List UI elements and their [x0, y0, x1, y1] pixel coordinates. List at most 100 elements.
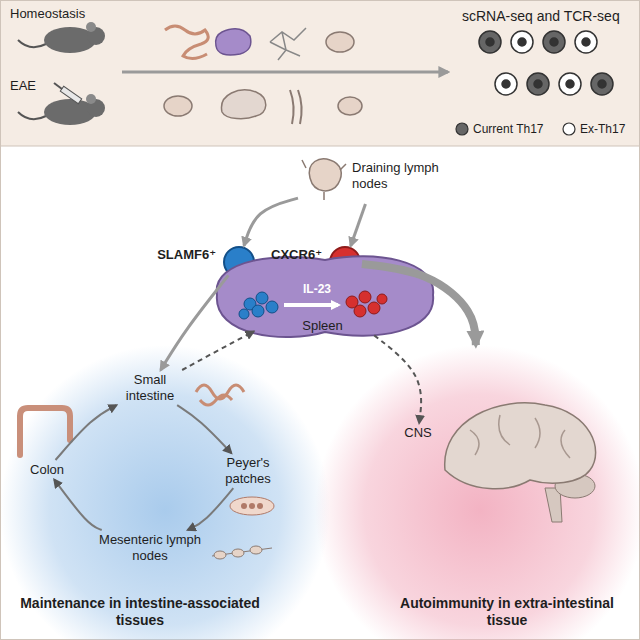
text-label: Homeostasis — [10, 6, 120, 21]
organ-icons — [338, 97, 362, 115]
workflow-arrow — [122, 71, 448, 74]
flow-arrow — [177, 405, 231, 453]
region-glow — [315, 345, 640, 640]
cell-icons — [502, 80, 510, 88]
organ-icons — [165, 26, 208, 59]
mouse-icon — [18, 22, 105, 53]
organ-icons — [216, 29, 251, 55]
mouse-icon — [18, 40, 46, 47]
small-intestine-icon — [196, 385, 244, 405]
legend-swatch — [563, 123, 575, 135]
flow-arrow — [188, 488, 233, 530]
flow-arrow — [351, 204, 366, 246]
node-label: Mesenteric lymph nodes — [95, 532, 205, 563]
migration-dashed-arrow — [374, 335, 421, 423]
spleen-cells — [239, 309, 249, 319]
spleen-cells — [256, 292, 268, 304]
flow-arrow — [161, 275, 229, 370]
organ-icons — [290, 90, 302, 124]
tissue-label-box: CNS — [398, 425, 438, 441]
cell-icons — [518, 38, 526, 46]
legend-swatch — [456, 123, 468, 135]
migration-dashed-arrow — [182, 331, 254, 370]
cell-icons — [486, 38, 494, 46]
il23-arrow — [284, 303, 338, 307]
tissue-label-box: Peyer's patches — [214, 455, 282, 486]
cell-icons — [534, 80, 542, 88]
spleen-cells — [368, 302, 380, 314]
tissue-label-box: Small intestine — [112, 372, 188, 403]
cell-icons — [479, 31, 613, 95]
peyers-patch-icon — [257, 503, 263, 509]
spleen-cells — [252, 305, 264, 317]
mouse-icon — [86, 22, 96, 32]
legend-swatch — [455, 122, 469, 136]
brain-icon — [445, 403, 596, 489]
organ-icons — [326, 32, 354, 52]
flow-arrow — [244, 198, 298, 246]
node-label: Draining lymph nodes — [300, 152, 450, 191]
cell-icons — [575, 31, 597, 53]
node-label: Small intestine — [112, 372, 188, 403]
legend-swatch — [562, 122, 576, 136]
syringe-icon — [54, 83, 82, 104]
section-label: scRNA-seq and TCR-seq — [462, 8, 637, 24]
mouse-icon — [18, 112, 46, 119]
spleen-cells — [377, 294, 387, 304]
cytokine-label: IL-23 — [292, 282, 342, 296]
cell-icons — [559, 73, 581, 95]
peyers-patch-icon — [230, 497, 274, 515]
node-label: SLAMF6⁺ — [144, 247, 216, 263]
section-label: EAE — [10, 78, 70, 93]
spleen-cells — [266, 301, 278, 313]
node-label: Colon — [22, 462, 72, 478]
region-glow — [0, 345, 330, 640]
peyers-patch-icon — [249, 503, 255, 509]
cell-icons — [479, 31, 501, 53]
node-label: CXCR6⁺ — [250, 247, 322, 263]
spleen-cells — [354, 305, 366, 317]
region-heading: Autoimmunity in extra-intestinal tissue — [387, 595, 627, 629]
text-label: scRNA-seq and TCR-seq — [462, 8, 637, 24]
brain-icon — [445, 403, 596, 522]
lymph-node-icon — [309, 159, 341, 191]
syringe-icon — [54, 83, 62, 89]
brain-icon — [470, 415, 570, 458]
cell-icons — [495, 73, 517, 95]
top-panel — [0, 0, 640, 146]
cell-icons — [543, 31, 565, 53]
organ-icons — [164, 96, 192, 116]
flow-arrow — [362, 264, 476, 345]
organ-icons — [164, 26, 362, 124]
mesenteric-node-icon — [212, 546, 272, 559]
mouse-icon — [18, 94, 105, 125]
legend-entry: Current Th17 — [455, 122, 543, 136]
node-label: CNS — [398, 425, 438, 441]
section-label: Homeostasis — [10, 6, 120, 21]
legend-text: Ex-Th17 — [580, 122, 625, 136]
legend-text: Current Th17 — [473, 122, 543, 136]
organ-icons — [270, 28, 306, 60]
text-label: IL-23 — [292, 282, 342, 296]
tissue-label-box: Colon — [22, 462, 72, 478]
cell-icons — [598, 80, 606, 88]
lymph-node-icon — [302, 159, 346, 200]
flow-arrow — [56, 405, 117, 460]
flow-arrow — [54, 480, 101, 530]
mouse-icon — [86, 94, 96, 104]
cell-icons — [591, 73, 613, 95]
organ-icons — [222, 90, 266, 119]
syringe-icon — [60, 86, 81, 104]
cell-icons — [550, 38, 558, 46]
cell-icons — [566, 80, 574, 88]
text-label: EAE — [10, 78, 70, 93]
cell-icons — [511, 31, 533, 53]
peyers-patch-icon — [230, 497, 274, 515]
peyers-patch-icon — [241, 503, 247, 509]
region-heading: Maintenance in intestine-associated tiss… — [20, 595, 260, 629]
legend-entry: Ex-Th17 — [562, 122, 625, 136]
spleen-cells — [359, 291, 371, 303]
lymph-node-icon — [302, 160, 346, 200]
lymph-node-box: Draining lymph nodes — [300, 152, 450, 202]
